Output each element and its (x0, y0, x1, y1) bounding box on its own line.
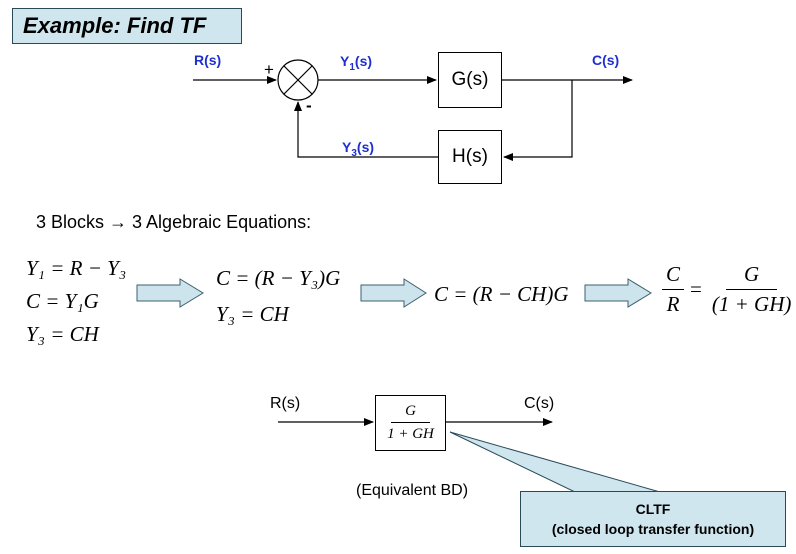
equations-heading: 3 Blocks → 3 Algebraic Equations: (36, 212, 312, 232)
callout-title: CLTF (635, 501, 671, 517)
eq2-line2: Y₃ = CH (216, 302, 289, 326)
eq-input-label: R(s) (270, 395, 301, 412)
eq1-line1: Y₁ = R − Y₃ (26, 256, 127, 280)
feedback-path (503, 80, 573, 161)
eq1-line3: Y₃ = CH (26, 322, 99, 346)
y3-label: Y3(s) (342, 139, 375, 159)
output-label: C(s) (592, 52, 620, 68)
page-title: Example: Find TF (12, 8, 242, 44)
equivalent-block: G 1 + GH (375, 395, 446, 451)
block-arrow-2 (360, 278, 427, 308)
block-arrow-3 (584, 278, 652, 308)
summing-junction (277, 59, 319, 101)
eq1-line2: C = Y₁G (26, 289, 99, 313)
callout-pointer (449, 431, 661, 493)
y1-label: Y1(s) (340, 53, 373, 73)
cltf-callout: CLTF (closed loop transfer function) (520, 491, 786, 547)
plus-sign: + (264, 60, 274, 79)
eq-output-label: C(s) (524, 395, 555, 412)
h-block: H(s) (438, 130, 502, 184)
block-arrow-1 (136, 278, 204, 308)
g-block: G(s) (438, 52, 502, 108)
eq2-line1: C = (R − Y₃)G (216, 266, 341, 290)
eq3: C = (R − CH)G (434, 282, 569, 306)
input-label: R(s) (194, 52, 222, 68)
callout-subtitle: (closed loop transfer function) (551, 521, 755, 537)
equivalent-caption: (Equivalent BD) (356, 482, 469, 499)
minus-sign: - (306, 96, 312, 115)
y3-path (294, 101, 438, 158)
